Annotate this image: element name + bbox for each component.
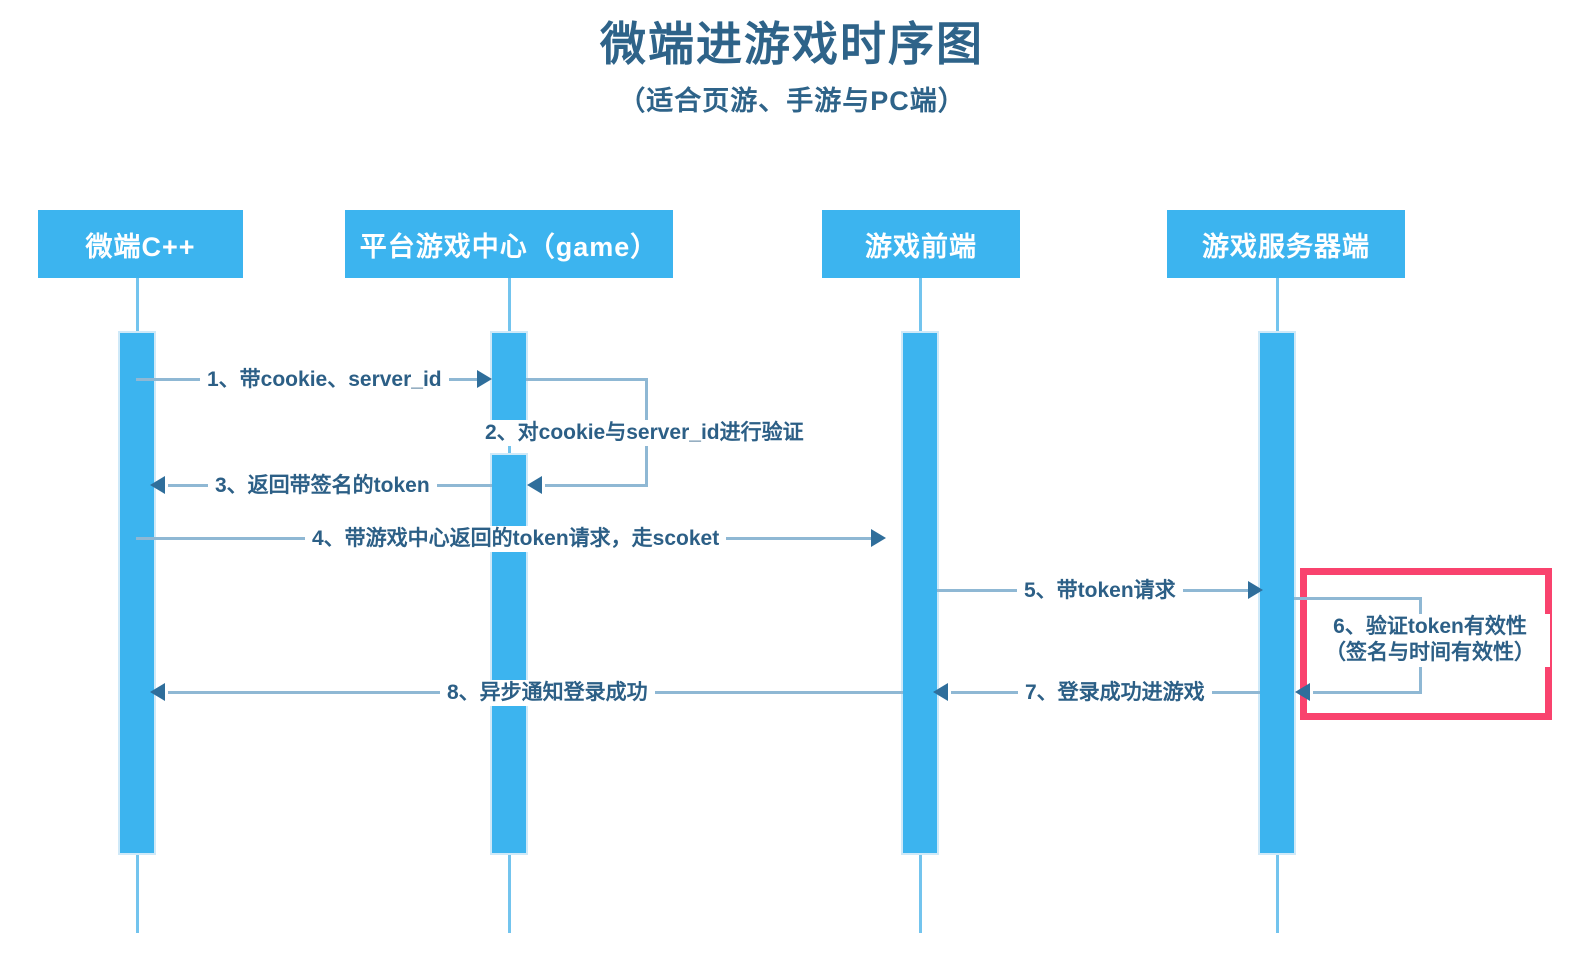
message-label-6: 6、验证token有效性 （签名与时间有效性） bbox=[1310, 614, 1550, 667]
participant-label: 游戏服务器端 bbox=[1202, 231, 1370, 262]
arrowhead-3-icon bbox=[150, 476, 165, 494]
message-label-6-line2: （签名与时间有效性） bbox=[1325, 641, 1535, 665]
participant-label: 游戏前端 bbox=[865, 231, 977, 262]
participant-label: 微端C++ bbox=[85, 231, 196, 262]
message-label-4: 4、带游戏中心返回的token请求，走scoket bbox=[305, 526, 727, 553]
activation-bar-game-center-upper bbox=[492, 333, 526, 425]
message-label-1: 1、带cookie、server_id bbox=[200, 367, 449, 394]
arrowhead-7-icon bbox=[933, 683, 948, 701]
participant-label: 平台游戏中心（game） bbox=[359, 231, 659, 262]
message-line-2-top bbox=[526, 378, 648, 381]
page-title: 微端进游戏时序图 bbox=[600, 18, 984, 70]
arrowhead-8-icon bbox=[150, 683, 165, 701]
arrowhead-2-icon bbox=[527, 476, 542, 494]
message-label-8: 8、异步通知登录成功 bbox=[440, 680, 655, 707]
arrowhead-1-icon bbox=[477, 370, 492, 388]
participant-box-game-server[interactable]: 游戏服务器端 bbox=[1167, 210, 1405, 278]
message-line-6-bottom bbox=[1313, 691, 1422, 694]
arrowhead-4-icon bbox=[871, 529, 886, 547]
participant-box-weiduan[interactable]: 微端C++ bbox=[38, 210, 243, 278]
message-line-2-bottom bbox=[545, 484, 648, 487]
arrowhead-5-icon bbox=[1248, 581, 1263, 599]
activation-bar-game-center-lower bbox=[492, 455, 526, 853]
arrowhead-6-icon bbox=[1295, 683, 1310, 701]
message-label-2: 2、对cookie与server_id进行验证 bbox=[478, 420, 811, 447]
message-label-6-line1: 6、验证token有效性 bbox=[1333, 615, 1527, 638]
message-line-6-top bbox=[1294, 597, 1422, 600]
participant-box-game-center[interactable]: 平台游戏中心（game） bbox=[345, 210, 673, 278]
message-label-5: 5、带token请求 bbox=[1017, 578, 1183, 605]
activation-bar-game-server bbox=[1260, 333, 1294, 853]
participant-box-game-frontend[interactable]: 游戏前端 bbox=[822, 210, 1020, 278]
page-subtitle: （适合页游、手游与PC端） bbox=[618, 85, 966, 116]
message-label-7: 7、登录成功进游戏 bbox=[1018, 680, 1212, 707]
activation-bar-game-frontend bbox=[903, 333, 937, 853]
message-label-3: 3、返回带签名的token bbox=[208, 473, 437, 500]
activation-bar-weiduan bbox=[120, 333, 154, 853]
title-block: 微端进游戏时序图 （适合页游、手游与PC端） bbox=[0, 18, 1584, 118]
